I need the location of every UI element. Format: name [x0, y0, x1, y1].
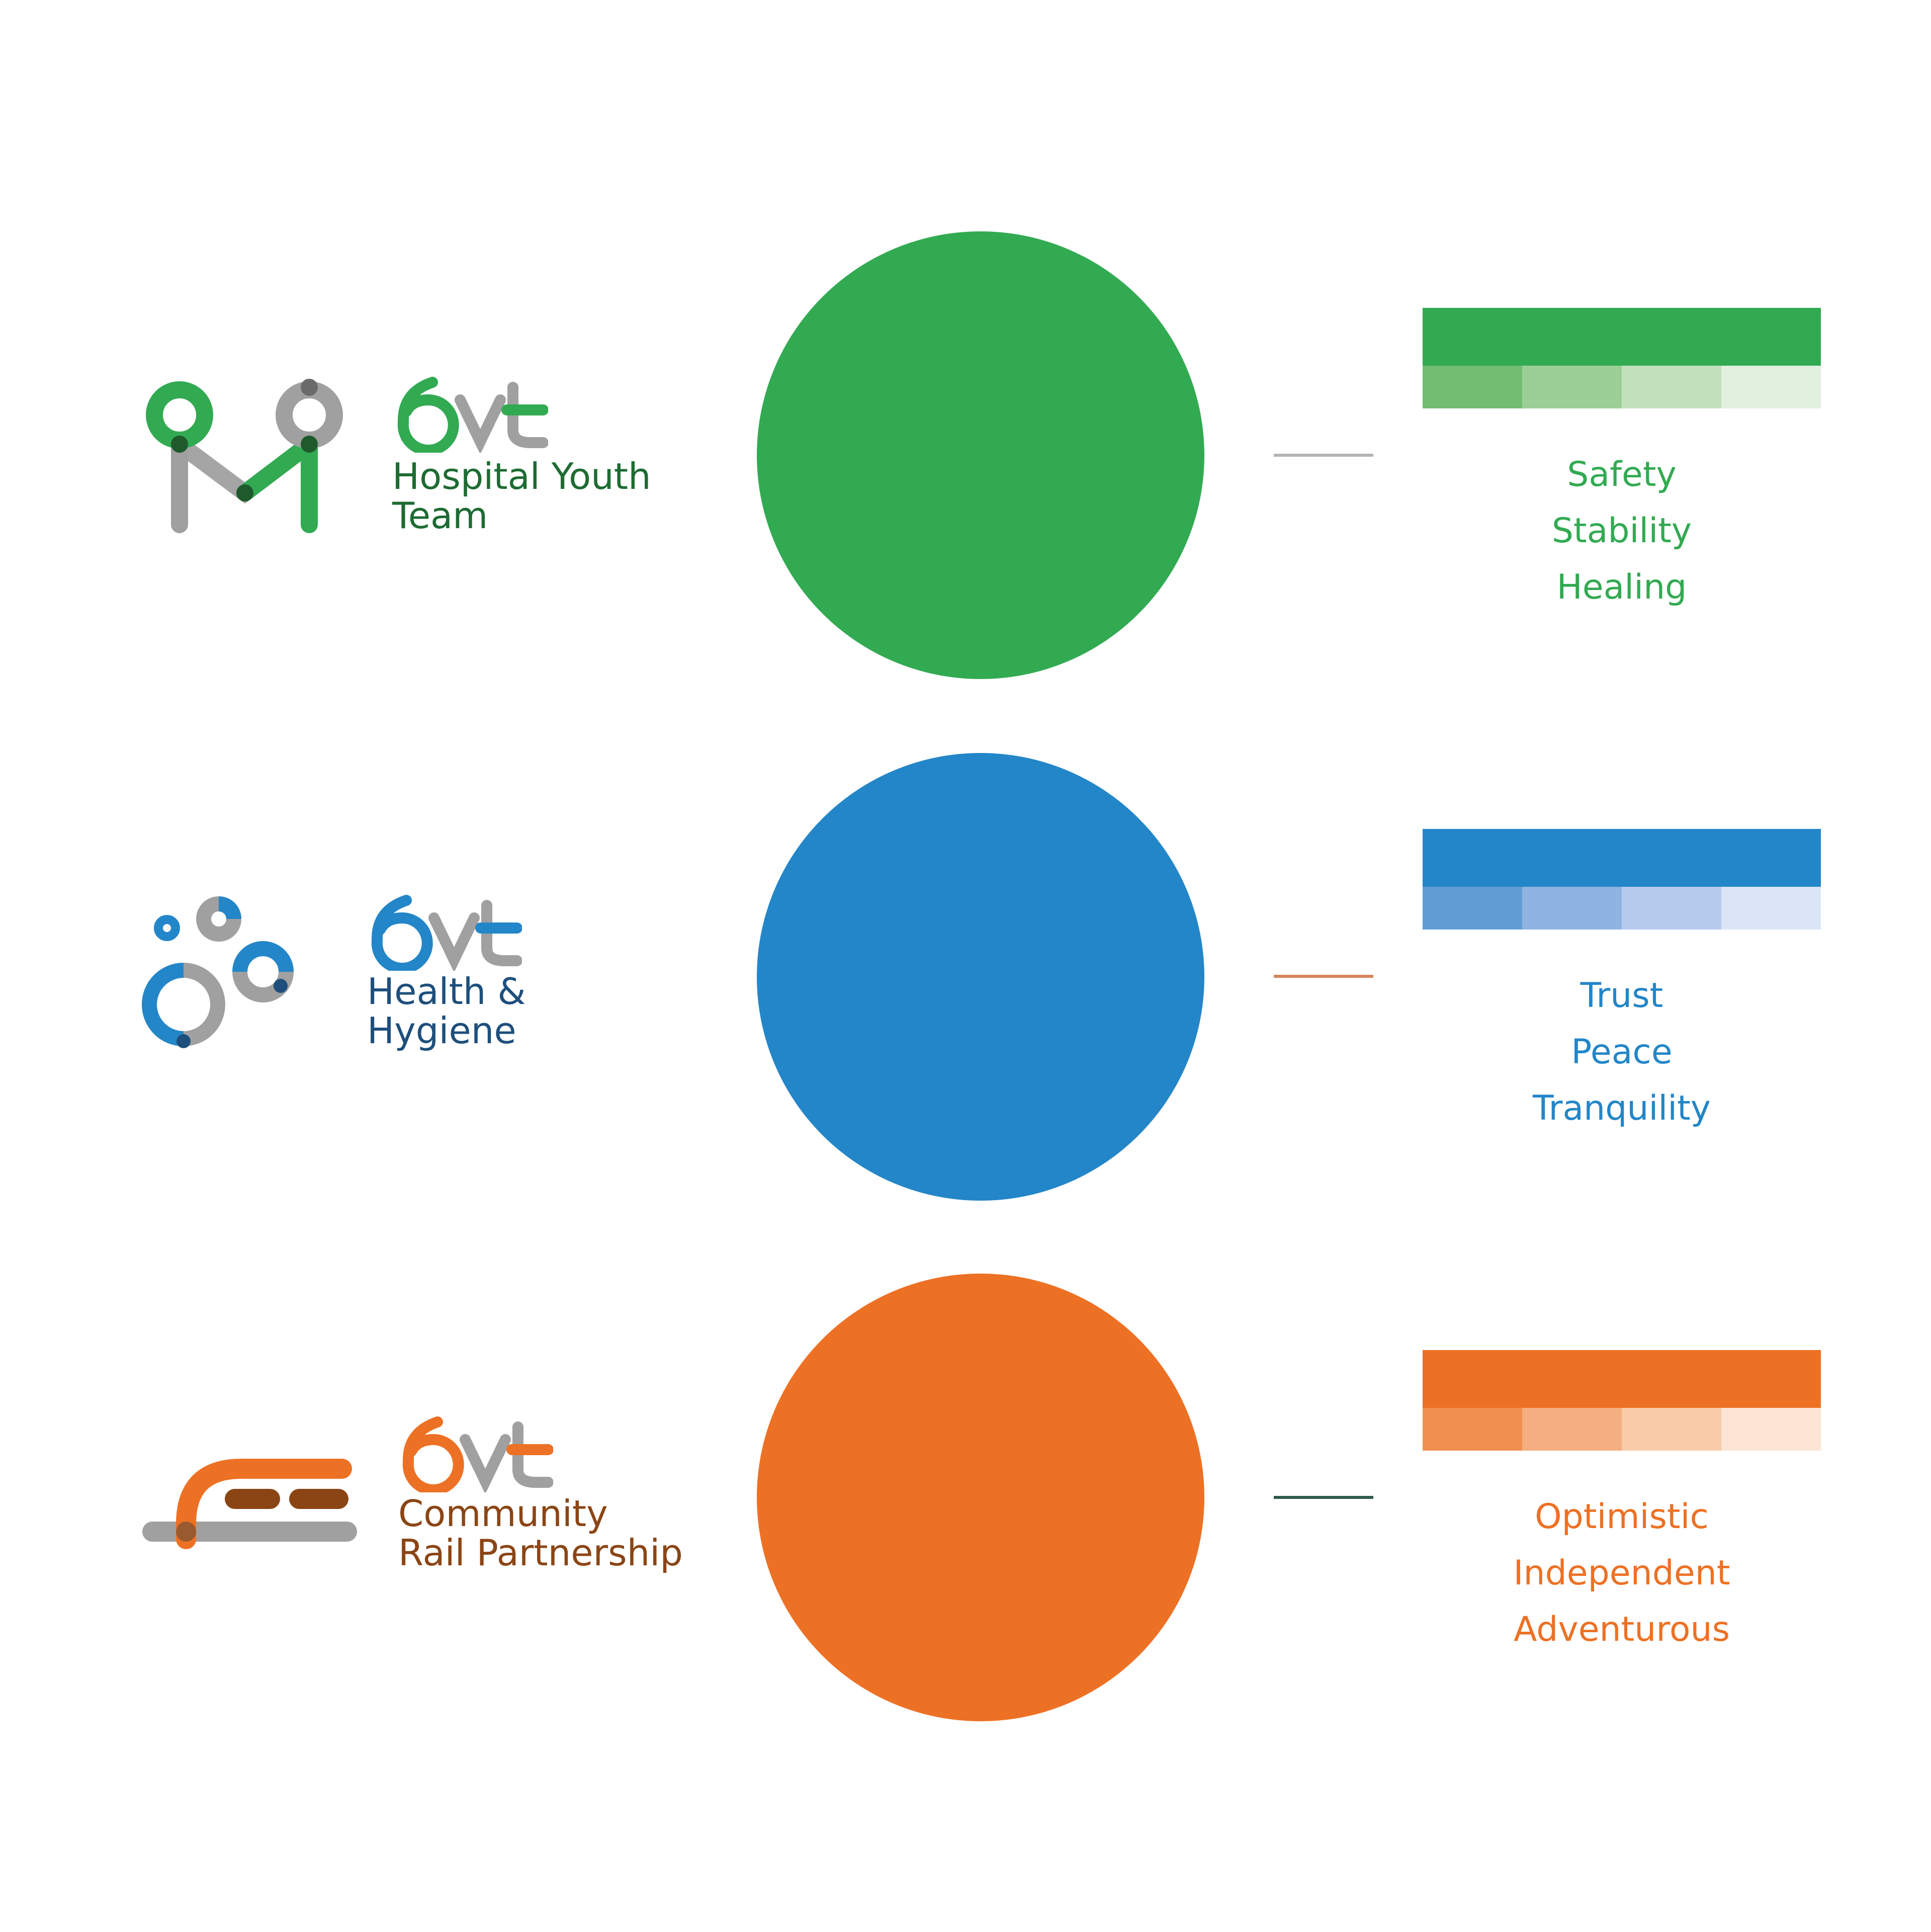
brand-name-line: Team: [392, 494, 488, 537]
hospital-youth-team-logo-icon: [146, 379, 343, 533]
brand-name-line: Community: [398, 1492, 608, 1535]
value-word: Independent: [1513, 1553, 1730, 1593]
blue-color-circle: [757, 753, 1204, 1201]
tint-20: [1721, 887, 1821, 930]
green-values: Safety Stability Healing: [1423, 447, 1821, 616]
tint-40: [1622, 887, 1721, 930]
green-color-circle: [757, 231, 1204, 679]
brand-name-line: Rail Partnership: [398, 1532, 683, 1574]
blue-swatch: [1423, 829, 1821, 930]
connector-line: [1274, 454, 1373, 457]
hospital-youth-team-name: Hospital Youth Team: [392, 457, 651, 535]
wordmark-logo-icon: [402, 1416, 553, 1492]
orange-swatch: [1423, 1350, 1821, 1451]
brand-name-line: Hygiene: [367, 1010, 516, 1052]
tint-20: [1721, 1408, 1821, 1451]
tint-60: [1522, 366, 1622, 408]
wordmark-logo-icon: [371, 895, 522, 971]
tint-20: [1721, 366, 1821, 408]
orange-values: Optimistic Independent Adventurous: [1423, 1489, 1821, 1658]
value-word: Trust: [1580, 976, 1663, 1016]
green-swatch: [1423, 308, 1821, 408]
swatch-main: [1423, 308, 1821, 366]
value-word: Stability: [1551, 511, 1692, 551]
blue-values: Trust Peace Tranquility: [1423, 968, 1821, 1137]
tint-40: [1622, 1408, 1721, 1451]
tint-80: [1423, 887, 1522, 930]
wordmark-logo-icon: [397, 377, 548, 453]
swatch-main: [1423, 1350, 1821, 1408]
tint-60: [1522, 887, 1622, 930]
brand-name-line: Health &: [367, 970, 526, 1013]
swatch-tints: [1423, 1408, 1821, 1451]
community-rail-partnership-name: Community Rail Partnership: [398, 1494, 683, 1572]
value-word: Peace: [1571, 1032, 1673, 1072]
swatch-main: [1423, 829, 1821, 887]
swatch-tints: [1423, 366, 1821, 408]
orange-color-circle: [757, 1274, 1204, 1721]
brand-name-line: Hospital Youth: [392, 455, 651, 497]
connector-line: [1274, 975, 1373, 978]
value-word: Tranquility: [1532, 1088, 1711, 1128]
tint-60: [1522, 1408, 1622, 1451]
value-word: Adventurous: [1513, 1610, 1730, 1649]
health-hygiene-logo-icon: [142, 896, 294, 1048]
health-hygiene-name: Health & Hygiene: [367, 972, 525, 1050]
value-word: Safety: [1567, 455, 1677, 494]
connector-line: [1274, 1496, 1373, 1499]
value-word: Optimistic: [1535, 1497, 1709, 1537]
tint-80: [1423, 1408, 1522, 1451]
swatch-tints: [1423, 887, 1821, 930]
tint-40: [1622, 366, 1721, 408]
tint-80: [1423, 366, 1522, 408]
community-rail-logo-icon: [142, 1459, 357, 1549]
value-word: Healing: [1556, 567, 1687, 607]
